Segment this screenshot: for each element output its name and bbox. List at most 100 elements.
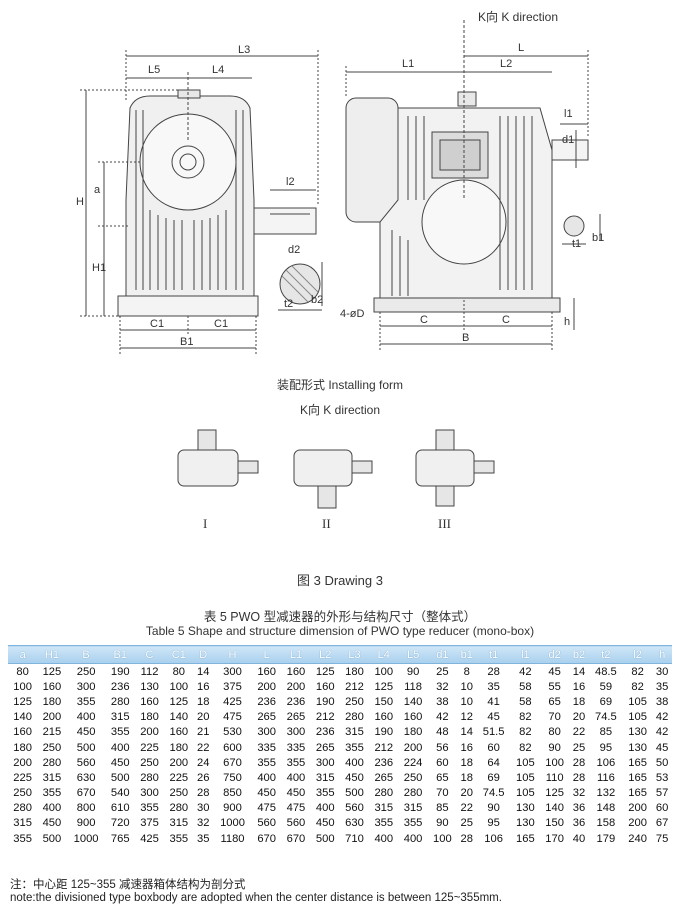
dim-l1: l1: [564, 108, 573, 120]
table-cell: 45: [487, 711, 500, 724]
table-cell: 18: [196, 695, 210, 708]
column-header: d2: [539, 645, 570, 664]
table-cell: 10: [460, 680, 473, 693]
table-cell: 130: [516, 802, 535, 815]
table-title-en: Table 5 Shape and structure dimension of…: [145, 624, 535, 638]
dim-hole: 4-øD: [340, 308, 365, 320]
table-cell: 180: [13, 741, 32, 754]
table-cell: 32: [196, 817, 210, 830]
dim-b1: b1: [592, 232, 605, 244]
table-cell: 90: [406, 665, 420, 678]
install-form-1: [177, 429, 259, 487]
table-cell: 18: [460, 771, 473, 784]
table-cell: 140: [13, 711, 32, 724]
column-header: L2: [310, 645, 340, 664]
reducer-front-view: [80, 50, 323, 354]
table-cell: 48.5: [594, 665, 617, 678]
table-cell: 236: [110, 680, 130, 693]
table-cell: 180: [345, 665, 364, 678]
table-cell: 335: [286, 741, 306, 754]
table-cell: 400: [286, 771, 306, 784]
table-cell: 18: [572, 695, 586, 708]
table-cell: 250: [76, 665, 96, 678]
table-cell: 150: [545, 817, 564, 830]
table-cell: 300: [223, 665, 242, 678]
table-cell: 400: [110, 741, 130, 754]
table-cell: 58: [519, 695, 532, 708]
table-cell: 140: [403, 695, 423, 708]
table-cell: 750: [223, 771, 242, 784]
table-cell: 90: [487, 802, 500, 815]
table-cell: 60: [655, 802, 669, 815]
table-cell: 67: [655, 817, 669, 830]
table-cell: 170: [545, 832, 564, 845]
table-cell: 475: [257, 802, 276, 815]
dim-H1: H1: [92, 262, 107, 274]
table-cell: 53: [655, 771, 669, 784]
table-cell: 160: [257, 665, 276, 678]
table-cell: 500: [42, 832, 62, 845]
table-cell: 36: [572, 817, 586, 830]
table-cell: 58: [519, 680, 532, 693]
table-cell: 100: [545, 756, 564, 769]
table-cell: 38: [655, 695, 669, 708]
table-cell: 315: [169, 817, 189, 830]
table-cell: 315: [374, 802, 394, 815]
dim-h: h: [564, 316, 571, 328]
table-cell: 95: [599, 741, 613, 754]
table-cell: 315: [110, 711, 130, 724]
table-cell: 225: [140, 741, 159, 754]
column-header: d1: [427, 645, 457, 664]
table-cell: 69: [487, 771, 500, 784]
table-cell: 74.5: [482, 787, 505, 800]
k-direction-label: K向 K direction: [478, 10, 559, 24]
table-cell: 158: [596, 817, 616, 830]
table-cell: 45: [548, 665, 561, 678]
table-cell: 70: [436, 787, 449, 800]
table-cell: 265: [374, 771, 394, 784]
dim-L: L: [518, 42, 525, 54]
table-cell: 450: [110, 756, 130, 769]
table-cell: 100: [13, 680, 32, 693]
table-cell: 190: [110, 665, 130, 678]
table-cell: 20: [460, 787, 473, 800]
table-cell: 95: [487, 817, 500, 830]
table-cell: 42: [519, 665, 532, 678]
table-cell: 500: [315, 832, 335, 845]
table-cell: 450: [315, 817, 335, 830]
table-cell: 560: [345, 802, 364, 815]
table-cell: 85: [599, 726, 613, 739]
table-cell: 240: [628, 832, 647, 845]
table-cell: 180: [403, 726, 423, 739]
table-cell: 900: [76, 817, 96, 830]
table-cell: 80: [16, 665, 29, 678]
table-cell: 280: [140, 771, 159, 784]
note-en: note:the divisioned type boxbody are ado…: [10, 892, 502, 904]
table-cell: 130: [516, 817, 535, 830]
table-cell: 75: [655, 832, 669, 845]
table-cell: 630: [345, 817, 364, 830]
reducer-side-view: [345, 20, 601, 350]
table-cell: 720: [110, 817, 130, 830]
dim-B: B: [462, 332, 470, 344]
table-cell: 400: [76, 711, 96, 724]
table-cell: 160: [13, 726, 32, 739]
dim-L5: L5: [148, 64, 161, 76]
table-cell: 500: [110, 771, 130, 784]
table-cell: 25: [460, 817, 473, 830]
table-cell: 355: [76, 695, 96, 708]
column-header: t1: [476, 645, 511, 664]
table-cell: 18: [460, 756, 473, 769]
table-cell: 530: [223, 726, 242, 739]
table-cell: 112: [140, 665, 159, 678]
table-cell: 160: [169, 726, 189, 739]
table-cell: 375: [223, 680, 242, 693]
dim-C-left: C: [420, 314, 428, 326]
table-cell: 82: [631, 680, 644, 693]
